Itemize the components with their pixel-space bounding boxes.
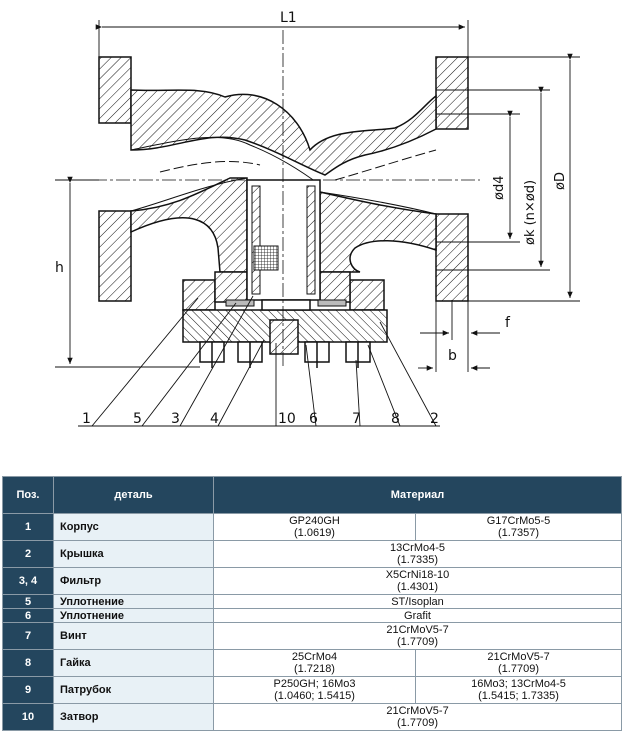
row-pos: 5 bbox=[2, 594, 54, 609]
row-pos: 6 bbox=[2, 608, 54, 623]
header-part: деталь bbox=[53, 476, 214, 514]
row-part: Фильтр bbox=[53, 567, 214, 595]
dim-D: øD bbox=[553, 172, 568, 190]
callout-6: 6 bbox=[309, 411, 318, 427]
dim-h: h bbox=[55, 260, 64, 276]
row-material: ST/Isoplan bbox=[212, 594, 623, 609]
row-material: 13CrMo4-5(1.7335) bbox=[212, 540, 623, 568]
dim-k: øk (n×ød) bbox=[523, 180, 538, 245]
dim-f: f bbox=[505, 315, 511, 331]
row-material: G17CrMo5-5(1.7357) bbox=[414, 513, 623, 541]
row-material: X5CrNi18-10(1.4301) bbox=[212, 567, 623, 595]
row-material: Grafit bbox=[212, 608, 623, 623]
row-material: 16Mo3; 13CrMo4-5(1.5415; 1.7335) bbox=[414, 676, 623, 704]
table-row: 6 Уплотнение Grafit bbox=[2, 608, 623, 623]
dim-d4: ød4 bbox=[492, 176, 507, 200]
callout-3: 3 bbox=[171, 411, 180, 427]
row-pos: 8 bbox=[2, 649, 54, 677]
row-part: Уплотнение bbox=[53, 608, 214, 623]
row-part: Уплотнение bbox=[53, 594, 214, 609]
row-part: Патрубок bbox=[53, 676, 214, 704]
row-pos: 9 bbox=[2, 676, 54, 704]
row-material: 25CrMo4(1.7218) bbox=[213, 649, 416, 677]
dimension-lines bbox=[55, 20, 580, 372]
row-part: Затвор bbox=[53, 703, 214, 731]
table-header-row: Поз. деталь Материал bbox=[2, 476, 623, 514]
table-row: 2 Крышка 13CrMo4-5(1.7335) bbox=[2, 540, 623, 568]
row-material: 21CrMoV5-7(1.7709) bbox=[212, 622, 623, 650]
callout-10: 10 bbox=[278, 411, 296, 427]
cover bbox=[182, 309, 388, 355]
table-row: 7 Винт 21CrMoV5-7(1.7709) bbox=[2, 622, 623, 650]
row-material: P250GH; 16Mo3(1.0460; 1.5415) bbox=[213, 676, 416, 704]
valve-cross-section-drawing: L1 h b f ød4 øk (n×ød) øD 1 5 3 4 10 6 7… bbox=[55, 10, 580, 427]
table-row: 9 Патрубок P250GH; 16Mo3(1.0460; 1.5415)… bbox=[2, 676, 623, 704]
callout-8: 8 bbox=[391, 411, 400, 427]
row-part: Крышка bbox=[53, 540, 214, 568]
centerlines bbox=[70, 30, 480, 368]
row-pos: 1 bbox=[2, 513, 54, 541]
header-material: Материал bbox=[212, 476, 623, 514]
row-material: 21CrMoV5-7(1.7709) bbox=[414, 649, 623, 677]
table-row: 8 Гайка 25CrMo4(1.7218) 21CrMoV5-7(1.770… bbox=[2, 649, 623, 677]
valve-body bbox=[98, 56, 469, 311]
callout-leaders bbox=[78, 295, 440, 427]
row-pos: 3, 4 bbox=[2, 567, 54, 595]
materials-table: Поз. деталь Материал 1 Корпус GP240GH(1.… bbox=[2, 476, 623, 731]
row-material: 21CrMoV5-7(1.7709) bbox=[212, 703, 623, 731]
filter-element bbox=[225, 179, 347, 311]
table-row: 3, 4 Фильтр X5CrNi18-10(1.4301) bbox=[2, 567, 623, 595]
callout-7: 7 bbox=[352, 411, 361, 427]
row-material: GP240GH(1.0619) bbox=[213, 513, 416, 541]
dim-L1: L1 bbox=[280, 10, 297, 26]
table-row: 5 Уплотнение ST/Isoplan bbox=[2, 594, 623, 609]
row-part: Гайка bbox=[53, 649, 214, 677]
callout-4: 4 bbox=[210, 411, 219, 427]
callout-5: 5 bbox=[133, 411, 142, 427]
header-pos: Поз. bbox=[2, 476, 54, 514]
flow-path-lines bbox=[130, 136, 437, 215]
callout-2: 2 bbox=[430, 411, 439, 427]
callout-1: 1 bbox=[82, 411, 91, 427]
table-row: 10 Затвор 21CrMoV5-7(1.7709) bbox=[2, 703, 623, 731]
row-part: Корпус bbox=[53, 513, 214, 541]
row-pos: 7 bbox=[2, 622, 54, 650]
table-row: 1 Корпус GP240GH(1.0619) G17CrMo5-5(1.73… bbox=[2, 513, 623, 541]
row-pos: 10 bbox=[2, 703, 54, 731]
row-part: Винт bbox=[53, 622, 214, 650]
row-pos: 2 bbox=[2, 540, 54, 568]
bolts bbox=[199, 341, 371, 368]
dim-b: b bbox=[448, 348, 457, 364]
